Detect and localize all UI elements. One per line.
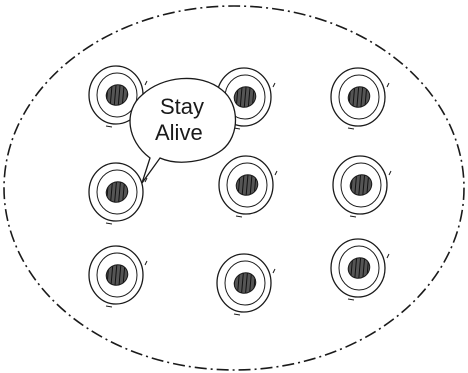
cell [219,156,277,217]
speech-bubble-line2: Alive [155,120,203,145]
cell [89,246,147,307]
cell [217,254,275,315]
cell [89,163,147,224]
speech-bubble: Stay Alive [130,78,235,183]
cell [331,239,389,300]
cell [333,156,391,217]
cell [331,68,389,129]
speech-bubble-line1: Stay [160,94,204,119]
